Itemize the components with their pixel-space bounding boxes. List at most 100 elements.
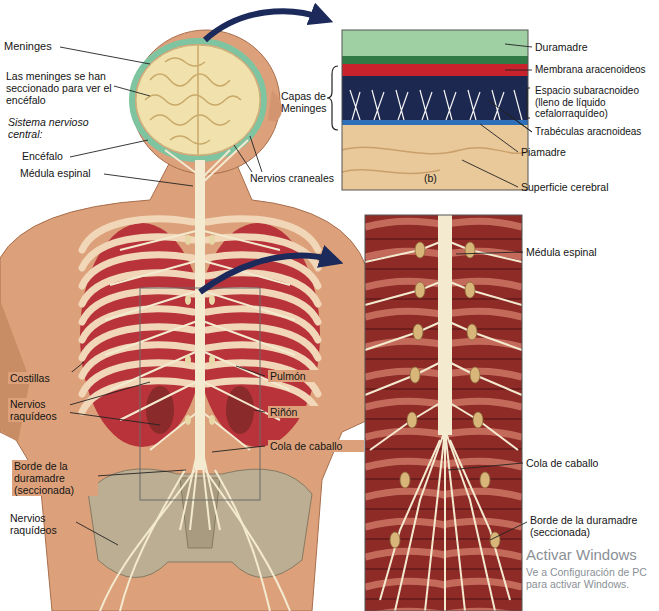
- zoom-arrow: [200, 255, 332, 292]
- part-label: Cola de caballo: [526, 457, 646, 469]
- part-label: Meninges: [4, 40, 64, 53]
- spinal-cord-inset: [365, 320, 522, 350]
- zoom-frame: [140, 288, 260, 500]
- head: [145, 58, 241, 144]
- head: [136, 45, 260, 155]
- leader-line: [254, 410, 265, 412]
- meninges-inset: [350, 90, 408, 120]
- leader-line: [462, 160, 518, 187]
- part-label: Nervios raquídeos: [8, 398, 70, 422]
- spinal-cord: [100, 470, 290, 611]
- leader-line: [114, 86, 150, 96]
- spinal-cord: [120, 470, 270, 611]
- spinal-cord-inset: [395, 430, 495, 611]
- layer-label: Espacio subaracnoideo (lleno de líquido …: [535, 85, 656, 120]
- zoom-arrow: [205, 11, 322, 40]
- spinal-cord-inset: [365, 215, 522, 611]
- part-label: Nervios raquídeos: [10, 512, 74, 536]
- meninges-inset: [342, 30, 528, 190]
- meninges-inset: [342, 30, 528, 190]
- head: [150, 115, 230, 125]
- part-label: Riñón: [268, 406, 332, 418]
- leader-line: [236, 366, 265, 376]
- layer-label: Superficie cerebral: [521, 181, 641, 193]
- leader-line: [60, 47, 150, 64]
- head: [150, 74, 230, 86]
- head: [197, 45, 199, 155]
- meninges-inset: [342, 56, 528, 64]
- spinal-cord-inset: [467, 324, 477, 340]
- spinal-cord: [185, 415, 191, 425]
- leader-line: [490, 522, 527, 540]
- body-torso: [0, 158, 368, 611]
- spinal-cord-inset: [480, 472, 490, 488]
- pelvis: [88, 469, 312, 578]
- spinal-cord: [195, 160, 205, 470]
- spinal-cord-inset: [465, 242, 475, 258]
- spinal-cord: [180, 440, 220, 530]
- leader-line: [60, 44, 532, 545]
- spinal-cord: [209, 295, 215, 305]
- spinal-cord: [110, 230, 290, 285]
- leader-line: [212, 446, 265, 452]
- leader-line: [66, 382, 160, 425]
- spinal-cord-inset: [470, 367, 480, 383]
- leader-line: [96, 470, 186, 476]
- pelvis: [180, 478, 220, 548]
- head: [170, 136, 210, 144]
- leader-line: [70, 140, 148, 157]
- leader-line: [76, 522, 118, 545]
- part-label: Encéfalo: [22, 150, 82, 162]
- leader-line: [234, 136, 262, 172]
- meninges-inset: [492, 90, 522, 120]
- leader-line: [505, 70, 532, 71]
- meninges-inset: [342, 147, 528, 153]
- body-torso: [0, 158, 368, 611]
- lungs: [80, 223, 204, 447]
- spinal-cord-inset: [473, 412, 483, 428]
- leader-line: [448, 463, 523, 470]
- spinal-cord: [100, 140, 295, 611]
- meninges-inset: [420, 90, 480, 120]
- group-label: Sistema nervioso central:: [8, 116, 98, 140]
- part-label: Cola de caballo: [268, 440, 364, 452]
- spinal-cord: [185, 295, 191, 305]
- head: [132, 30, 282, 174]
- watermark: Activar Windows: [526, 546, 655, 563]
- kidneys: [226, 386, 254, 434]
- spinal-cord: [110, 350, 290, 420]
- part-label: Borde de la duramadre (seccionada): [12, 460, 98, 496]
- bracket: [527, 88, 530, 118]
- spinal-cord: [185, 235, 191, 245]
- spinal-cord-inset: [390, 242, 500, 548]
- part-label: Nervios craneales: [250, 172, 350, 184]
- spinal-cord-inset: [415, 242, 425, 258]
- watermark: Ve a Configuración de PC para activar Wi…: [526, 566, 655, 590]
- spinal-cord: [209, 235, 215, 245]
- meninges-inset: [342, 120, 528, 125]
- leader-line: [488, 100, 532, 132]
- leader-line: [505, 44, 532, 47]
- spinal-cord-inset: [365, 280, 522, 305]
- head: [132, 30, 280, 174]
- spinal-cord: [209, 355, 215, 365]
- spinal-cord: [100, 140, 295, 611]
- spinal-cord-inset: [365, 240, 522, 262]
- meninges-inset: [342, 30, 528, 190]
- bracket: [327, 66, 338, 130]
- meninges-inset: [342, 76, 528, 122]
- meninges-inset: [342, 64, 528, 76]
- part-label: Pulmón: [268, 370, 332, 382]
- spinal-cord-inset: [415, 282, 425, 298]
- spinal-cord-inset: [465, 282, 475, 298]
- head: [268, 90, 282, 122]
- spinal-cord-inset: [410, 367, 420, 383]
- layer-label: Trabéculas aracnoideas: [535, 126, 656, 138]
- spinal-cord-inset: [365, 215, 522, 611]
- pelvis: [88, 469, 312, 578]
- head: [145, 95, 241, 105]
- kidneys: [146, 386, 174, 434]
- spinal-cord-inset: [365, 240, 522, 611]
- spinal-cord: [185, 235, 215, 425]
